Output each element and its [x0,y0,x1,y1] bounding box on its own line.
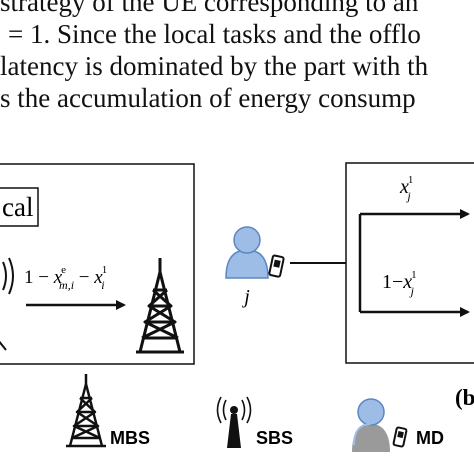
legend-md-icon [352,398,408,452]
legend: MBS SBS MD [66,374,444,452]
paragraph-line-4: s the accumulation of energy consump [0,83,416,113]
legend-sbs-icon [216,396,252,448]
paragraph-line-1: strategy of the UE corresponding to an [0,0,419,17]
user-icon [225,226,269,279]
partial-edge-mark [0,340,7,351]
user-index-label: j [241,286,250,308]
user-device-node: j [225,226,346,308]
legend-md-label: MD [416,428,444,448]
local-title-box [0,187,39,227]
signal-wave-icon [2,257,14,295]
legend-mbs-label: MBS [110,428,150,448]
phone-icon [268,254,285,278]
mbs-tower-icon [136,258,184,354]
local-title-text: cal [2,192,33,222]
right-panel-frame [345,162,474,364]
paragraph-line-3: latency is dominated by the part with th [0,51,429,81]
subfigure-tag: (b [455,385,474,410]
left-panel-frame [0,163,195,365]
legend-mbs-icon [66,374,106,448]
legend-sbs-label: SBS [256,428,293,448]
paragraph-line-2: = 1. Since the local tasks and the offlo [8,19,421,49]
